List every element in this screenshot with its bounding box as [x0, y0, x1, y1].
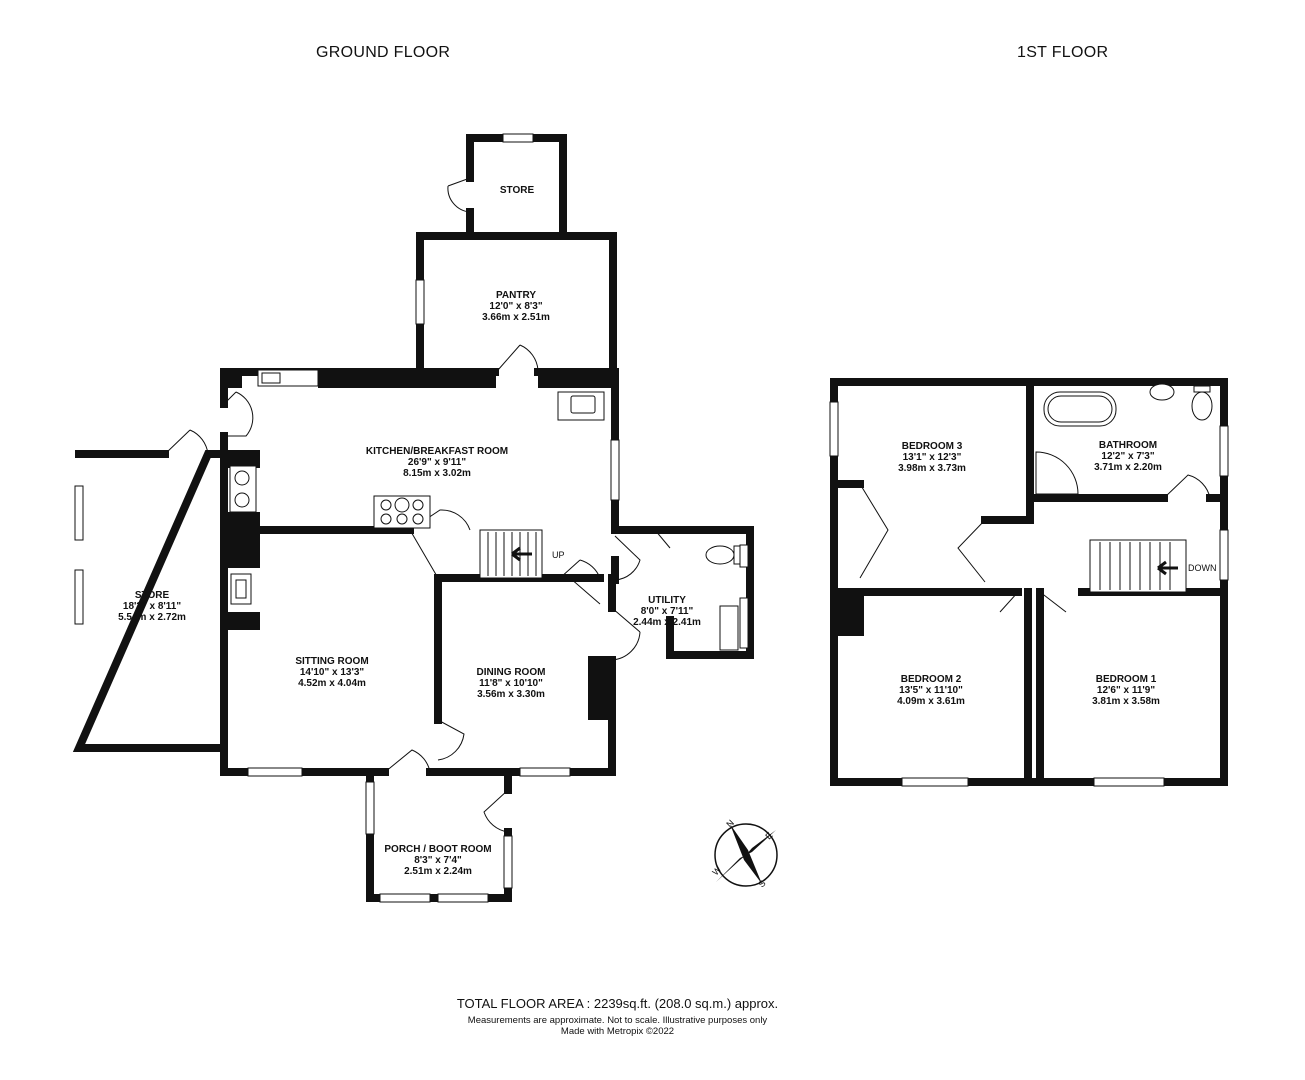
- first-floor-labels: BEDROOM 3 13'1" x 12'3" 3.98m x 3.73m BA…: [897, 440, 1162, 707]
- ground-floor-doors: [164, 177, 671, 833]
- total-floor-area: TOTAL FLOOR AREA : 2239sq.ft. (208.0 sq.…: [456, 996, 779, 1011]
- compass-rose: N E S W: [710, 818, 778, 889]
- ground-floor-chimneys: [220, 368, 616, 720]
- stairs-down-arrow: [1157, 560, 1178, 576]
- room-name-store-left: STORE: [135, 590, 170, 601]
- room-imperial-bed1: 12'6" x 11'9": [1097, 685, 1155, 696]
- ground-floor-title: GROUND FLOOR: [316, 44, 451, 61]
- ground-floor-windows: [74, 133, 749, 903]
- room-imperial-dining: 11'8" x 10'10": [479, 678, 543, 689]
- room-imperial-store-left: 18'2" x 8'11": [123, 601, 181, 612]
- first-floor-windows: [829, 401, 1229, 787]
- room-name-utility: UTILITY: [648, 595, 686, 606]
- compass-s: S: [756, 878, 767, 889]
- room-name-bed3: BEDROOM 3: [902, 441, 963, 452]
- disclaimer-note: Measurements are approximate. Not to sca…: [467, 1015, 768, 1026]
- room-metric-sitting: 4.52m x 4.04m: [298, 678, 366, 689]
- room-name-dining: DINING ROOM: [477, 667, 546, 678]
- room-metric-bed2: 4.09m x 3.61m: [897, 696, 965, 707]
- room-name-store-top: STORE: [500, 185, 535, 196]
- stairs-up-arrow: [511, 546, 532, 562]
- room-metric-kitchen: 8.15m x 3.02m: [403, 468, 471, 479]
- room-imperial-bath: 12'2" x 7'3": [1101, 451, 1154, 462]
- room-imperial-sitting: 14'10" x 13'3": [300, 667, 365, 678]
- compass-n: N: [724, 818, 736, 830]
- room-metric-bed1: 3.81m x 3.58m: [1092, 696, 1160, 707]
- first-floor-doors: [859, 474, 1211, 613]
- room-imperial-utility: 8'0" x 7'11": [641, 606, 694, 617]
- room-imperial-bed3: 13'1" x 12'3": [903, 452, 962, 463]
- room-imperial-kitchen: 26'9" x 9'11": [408, 457, 466, 468]
- room-name-pantry: PANTRY: [496, 290, 536, 301]
- room-metric-porch: 2.51m x 2.24m: [404, 866, 472, 877]
- first-floor-title: 1ST FLOOR: [1017, 44, 1109, 61]
- room-name-bed1: BEDROOM 1: [1096, 674, 1157, 685]
- ground-floor-labels: STORE PANTRY 12'0" x 8'3" 3.66m x 2.51m …: [118, 185, 701, 877]
- room-metric-bed3: 3.98m x 3.73m: [898, 463, 966, 474]
- made-with-credit: Made with Metropix ©2022: [560, 1026, 675, 1037]
- first-floor-fittings: [1035, 383, 1213, 593]
- stairs-up-label: UP: [552, 550, 565, 560]
- room-metric-dining: 3.56m x 3.30m: [477, 689, 545, 700]
- compass-e: E: [763, 830, 774, 841]
- room-metric-utility: 2.44m x 2.41m: [633, 617, 701, 628]
- room-imperial-porch: 8'3" x 7'4": [414, 855, 462, 866]
- room-name-bath: BATHROOM: [1099, 440, 1157, 451]
- room-name-kitchen: KITCHEN/BREAKFAST ROOM: [366, 446, 508, 457]
- room-imperial-pantry: 12'0" x 8'3": [489, 301, 542, 312]
- room-name-porch: PORCH / BOOT ROOM: [384, 844, 491, 855]
- room-name-sitting: SITTING ROOM: [295, 656, 368, 667]
- room-metric-bath: 3.71m x 2.20m: [1094, 462, 1162, 473]
- room-metric-store-left: 5.54m x 2.72m: [118, 612, 186, 623]
- first-floor-chimney: [838, 592, 864, 636]
- room-name-bed2: BEDROOM 2: [901, 674, 962, 685]
- stairs-down-label: DOWN: [1188, 563, 1217, 573]
- kitchen-fittings: [229, 369, 741, 651]
- room-metric-pantry: 3.66m x 2.51m: [482, 312, 550, 323]
- room-imperial-bed2: 13'5" x 11'10": [899, 685, 963, 696]
